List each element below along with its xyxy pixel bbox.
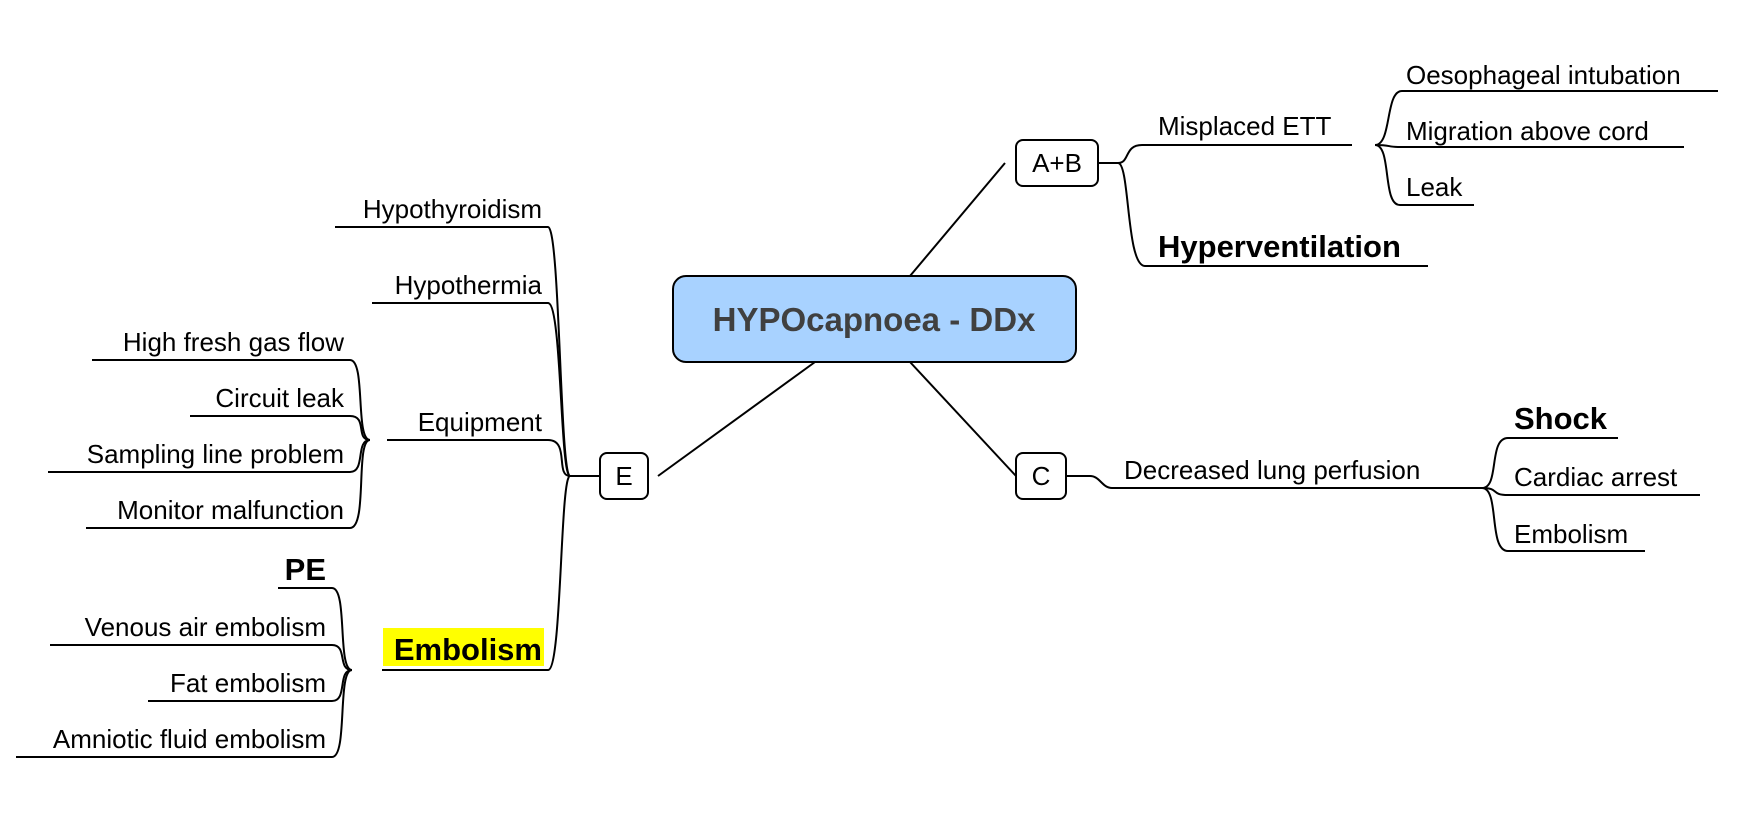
group-label-ab: A+B [1032,148,1082,178]
edge-e-equipment [387,439,571,477]
edge-equip-monitor [86,439,371,529]
edge-ett-oesophageal [1374,90,1718,146]
node-venous-air-embolism[interactable]: Venous air embolism [85,612,326,642]
edge-e-hypothyroidism [335,226,600,477]
edge-e-hypothermia [372,302,571,477]
node-fat-embolism[interactable]: Fat embolism [170,668,326,698]
edge-e-embolism [382,475,571,671]
node-oesophageal-intubation[interactable]: Oesophageal intubation [1406,60,1681,90]
center-node[interactable]: HYPOcapnoea - DDx [672,275,1077,363]
edge-emb-amniotic [16,669,353,758]
node-pe[interactable]: PE [285,552,326,587]
node-migration-above-cord[interactable]: Migration above cord [1406,116,1649,146]
edge-equip-highflow [92,359,371,441]
group-label-c: C [1032,461,1051,491]
edge-center-ab [909,162,1006,277]
group-node-c[interactable]: C [1015,452,1067,500]
edge-emb-venous [50,644,353,671]
edge-center-e [657,361,816,477]
edge-ett-leak [1374,144,1474,206]
node-hypothermia[interactable]: Hypothermia [395,270,543,300]
node-hypothyroidism[interactable]: Hypothyroidism [363,194,542,224]
edge-emb-pe [278,587,353,671]
node-circuit-leak[interactable]: Circuit leak [215,383,345,413]
edge-ab-hyperventilation [1117,162,1428,267]
edge-ab-misplaced [1098,144,1352,164]
center-title: HYPOcapnoea - DDx [713,301,1036,338]
node-high-fresh-gas-flow[interactable]: High fresh gas flow [123,327,344,357]
node-decreased-lung-perfusion[interactable]: Decreased lung perfusion [1124,455,1420,485]
node-leak[interactable]: Leak [1406,172,1463,202]
group-label-e: E [615,461,632,491]
node-embolism-e[interactable]: Embolism [394,632,542,667]
node-equipment[interactable]: Equipment [418,407,543,437]
edge-perf-embolism [1481,487,1645,552]
group-node-e[interactable]: E [599,452,649,500]
node-cardiac-arrest[interactable]: Cardiac arrest [1514,462,1678,492]
connectors [16,90,1718,758]
edge-equip-sampling [48,439,371,473]
node-shock[interactable]: Shock [1514,401,1608,436]
node-misplaced-ett[interactable]: Misplaced ETT [1158,111,1331,141]
embolism-highlight [383,628,544,666]
group-node-ab[interactable]: A+B [1015,139,1099,187]
node-sampling-line-problem[interactable]: Sampling line problem [87,439,344,469]
edge-c-perfusion [1066,475,1482,489]
node-embolism-c[interactable]: Embolism [1514,519,1628,549]
edge-perf-shock [1481,437,1618,489]
edge-ett-migration [1374,144,1684,148]
node-hyperventilation[interactable]: Hyperventilation [1158,229,1401,264]
edge-perf-cardiac [1481,487,1700,496]
node-amniotic-fluid-embolism[interactable]: Amniotic fluid embolism [53,724,326,754]
node-monitor-malfunction[interactable]: Monitor malfunction [117,495,344,525]
edge-equip-leak [190,415,371,441]
edge-center-c [909,361,1017,477]
